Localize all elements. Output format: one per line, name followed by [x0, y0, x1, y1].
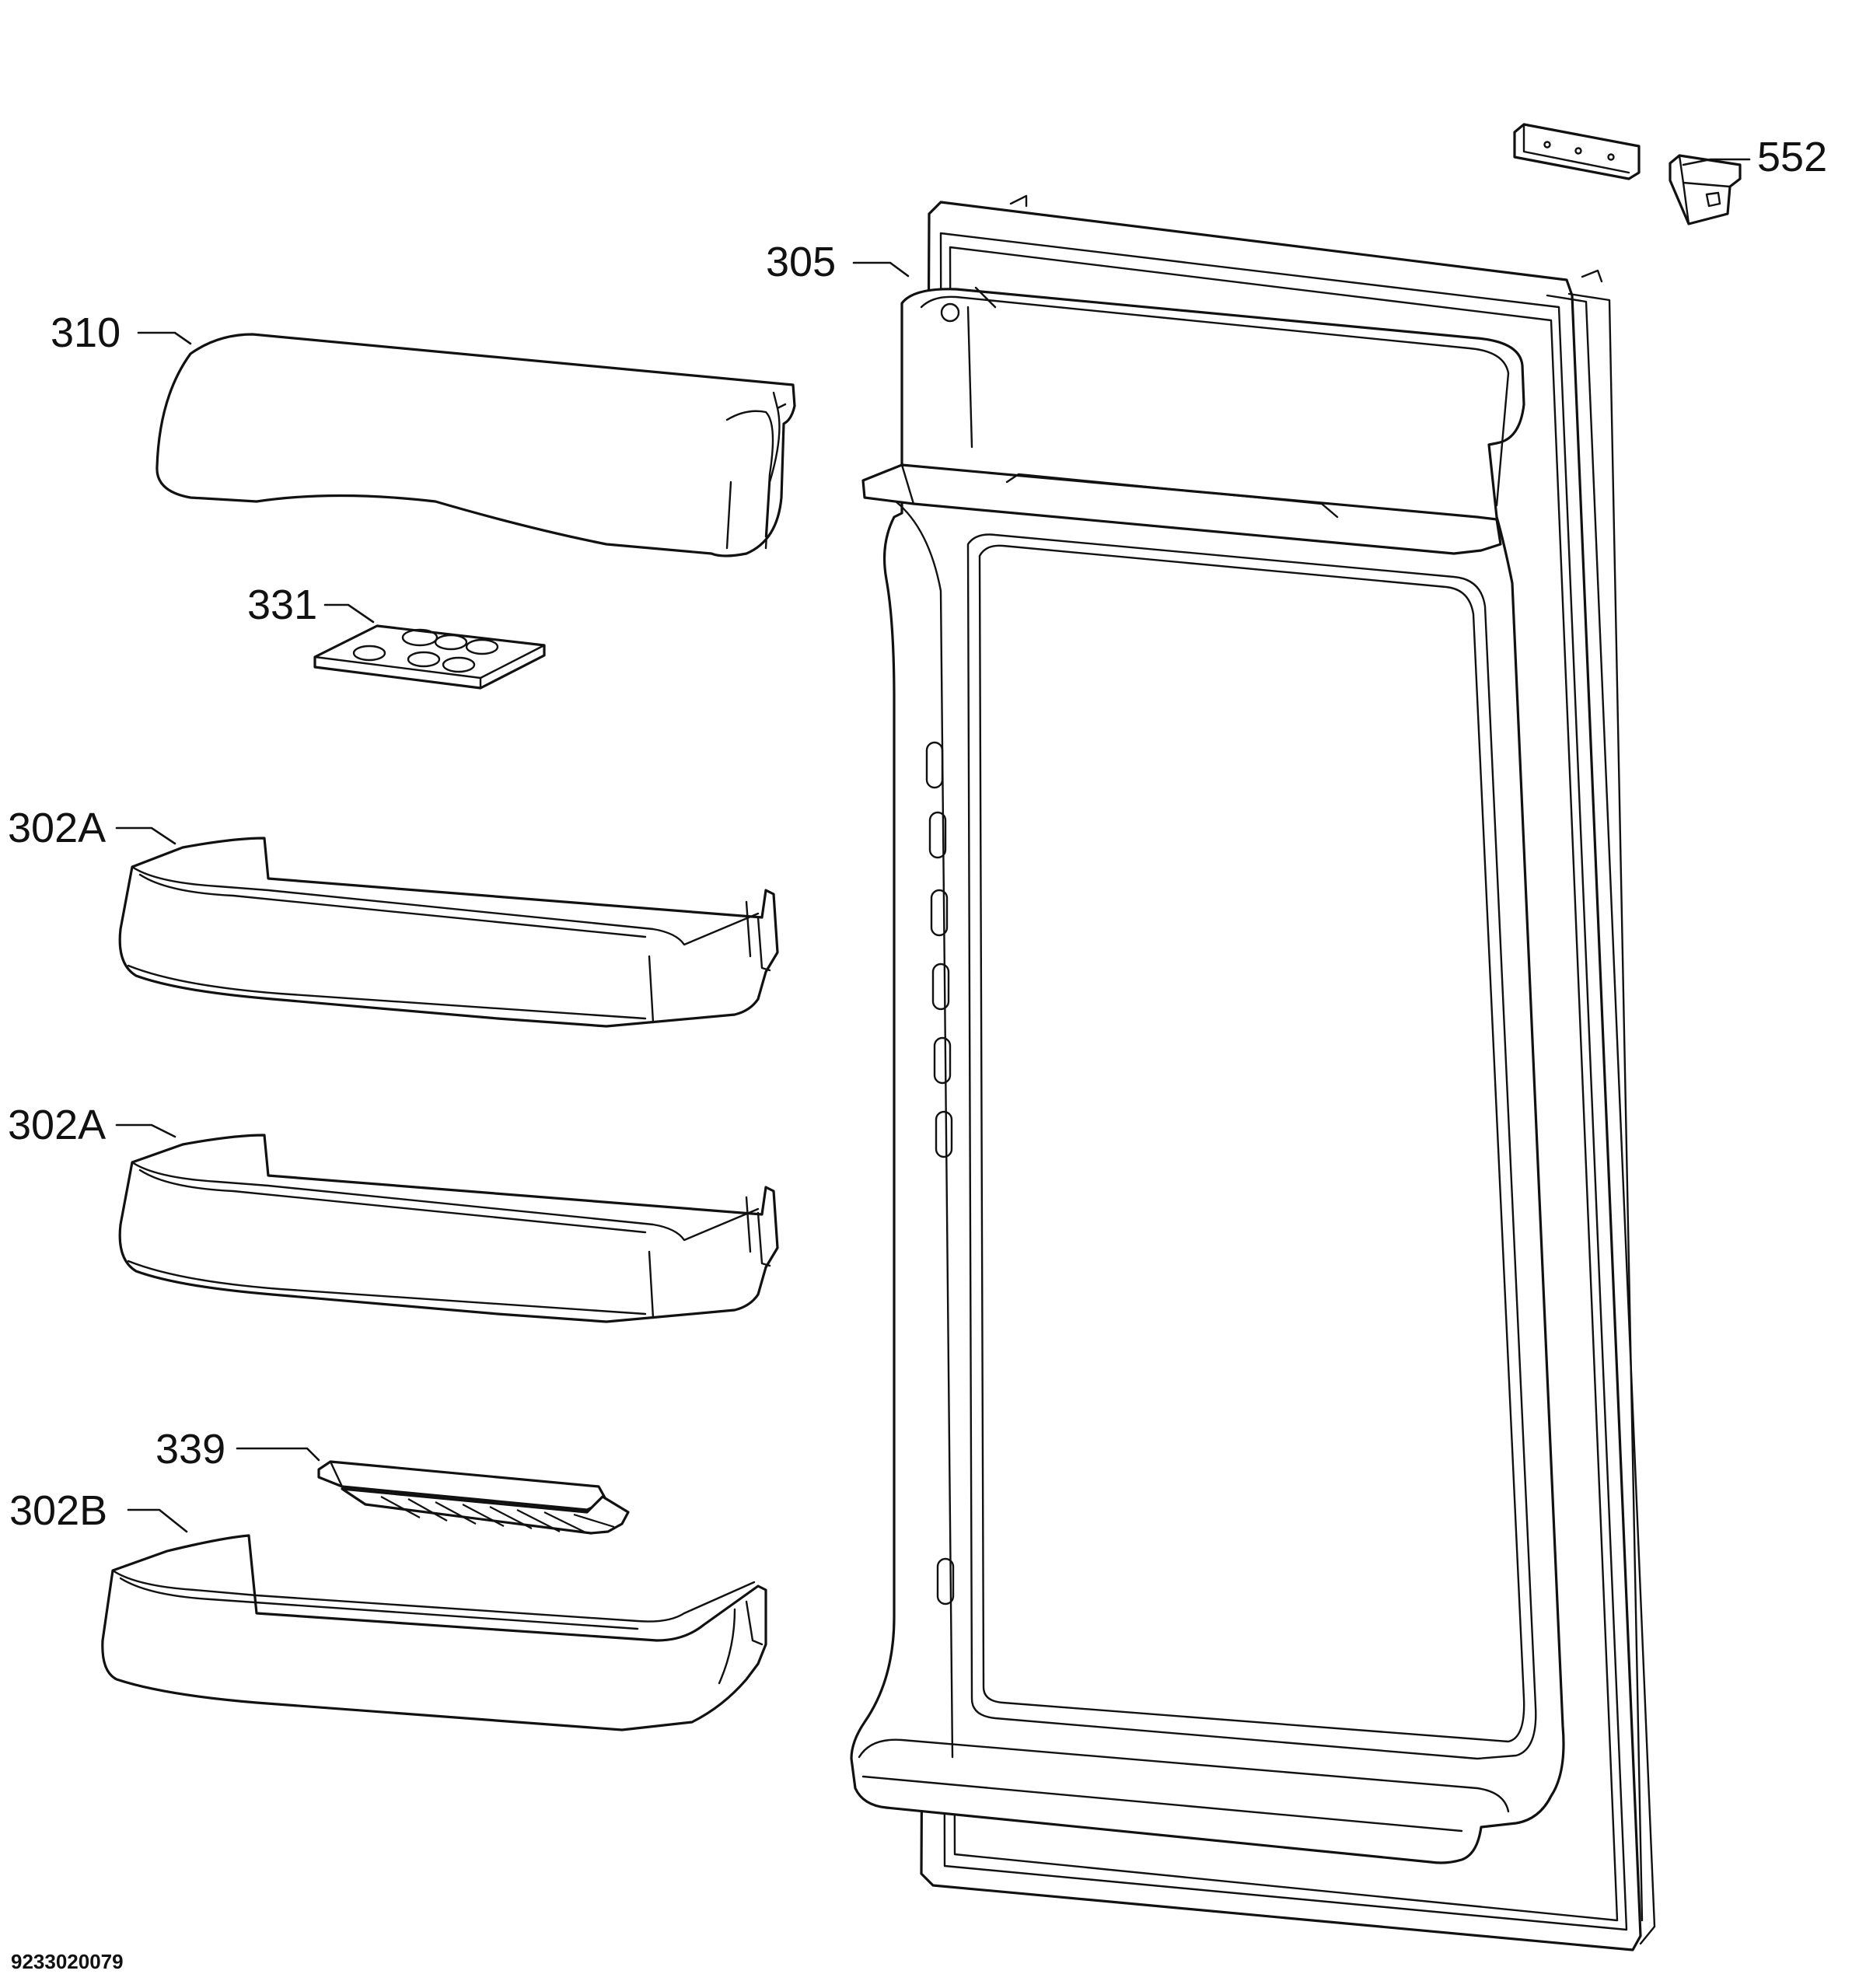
leader-302a-middle — [115, 1123, 176, 1138]
door-shelf-bottom[interactable] — [101, 1534, 767, 1731]
callout-302a-upper: 302A — [8, 805, 106, 851]
leader-302a-upper — [115, 826, 176, 845]
leader-305 — [852, 261, 910, 278]
leader-331 — [323, 603, 375, 624]
leader-339 — [236, 1447, 320, 1462]
callout-labels: 305 552 310 331 302A 302A 339 302B — [8, 134, 1827, 1534]
callout-302b: 302B — [9, 1487, 107, 1534]
callout-552: 552 — [1757, 134, 1827, 180]
dairy-lid[interactable] — [156, 333, 796, 557]
leader-302b — [127, 1508, 188, 1533]
door-shelf-upper[interactable] — [118, 837, 779, 1028]
callout-331: 331 — [247, 582, 317, 628]
document-id: 9233020079 — [11, 1950, 124, 1973]
leader-310 — [137, 331, 192, 345]
callout-339: 339 — [156, 1426, 225, 1473]
callout-302a-middle: 302A — [8, 1102, 106, 1148]
hinge-bracket[interactable] — [1513, 123, 1742, 225]
door-assembly[interactable] — [850, 194, 1656, 1951]
egg-tray[interactable] — [313, 624, 546, 690]
bottle-retainer[interactable] — [317, 1460, 630, 1535]
callout-305: 305 — [766, 239, 836, 285]
leader-lines — [115, 158, 1751, 1533]
callout-310: 310 — [51, 309, 121, 356]
leader-552 — [1682, 158, 1751, 166]
door-shelf-middle[interactable] — [118, 1134, 779, 1323]
